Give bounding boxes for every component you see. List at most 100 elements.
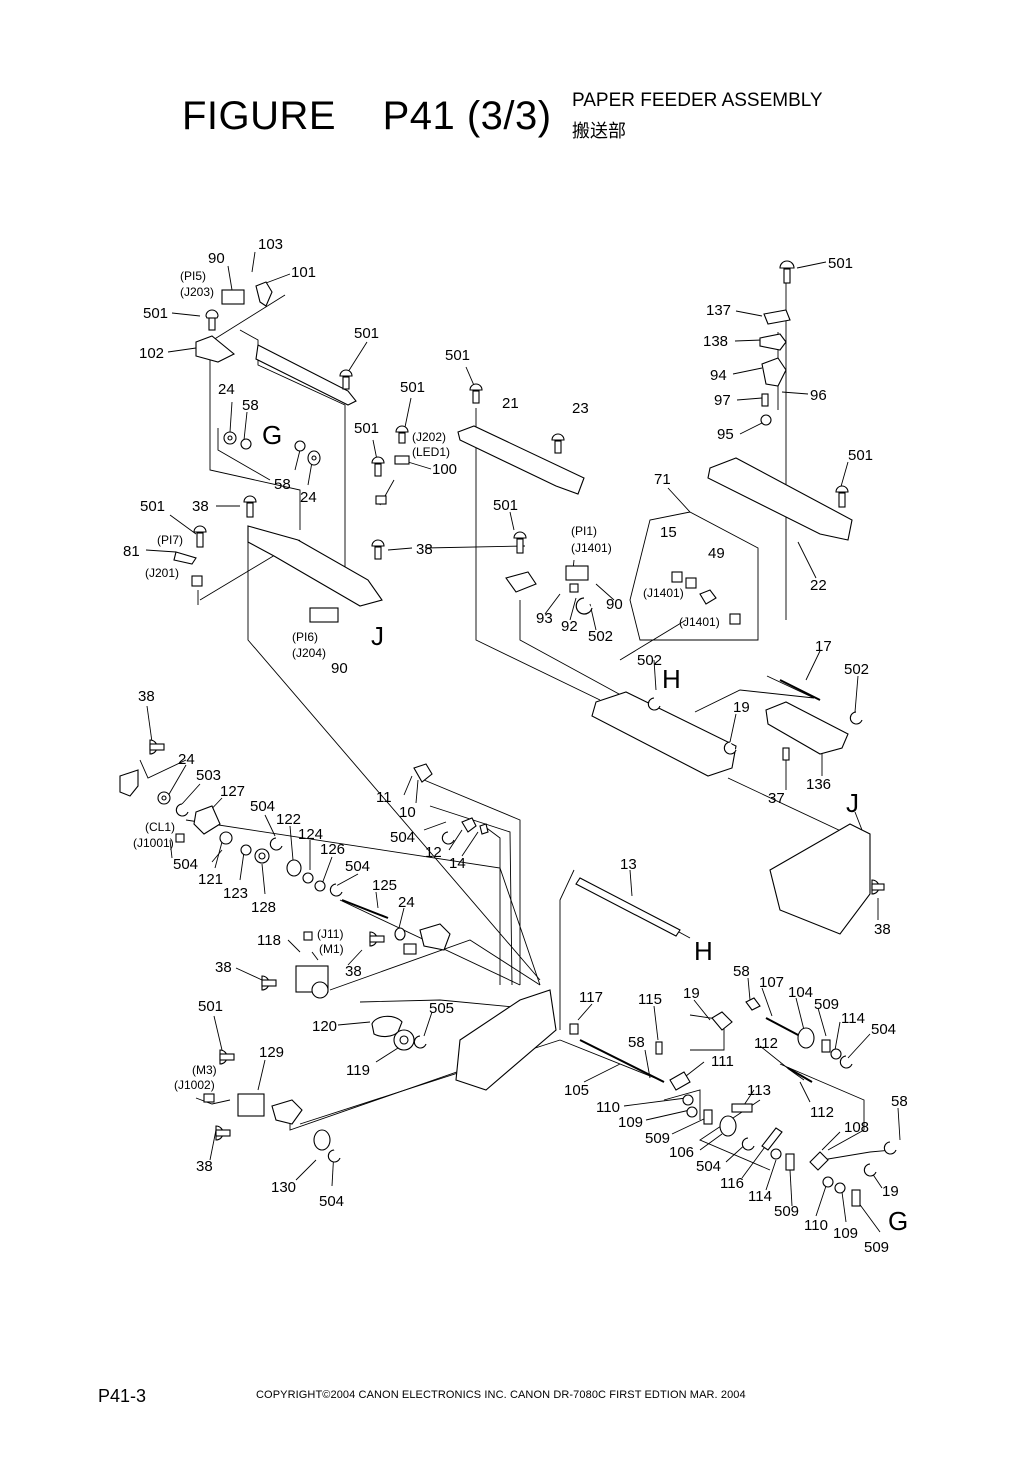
gear-11 <box>413 763 433 783</box>
callout-504: 504 <box>345 858 370 875</box>
part-138 <box>759 333 787 351</box>
callout-509: 509 <box>814 996 839 1013</box>
callout-labels: 103 90 101 501 102 501 501 501 21 23 24 … <box>123 236 908 1256</box>
callout-95: 95 <box>717 426 734 443</box>
callout-122: 122 <box>276 811 301 828</box>
reference-letter-j: J <box>371 621 384 651</box>
callout-19: 19 <box>683 985 700 1002</box>
callout-114: 114 <box>841 1010 865 1027</box>
connector-label: (PI1) <box>571 524 597 538</box>
paper-guide-21 <box>457 425 585 495</box>
callout-509: 509 <box>774 1203 799 1220</box>
callout-102: 102 <box>139 345 164 362</box>
feeder-frame-left <box>247 525 383 607</box>
spring-12 <box>461 817 477 833</box>
callout-58: 58 <box>274 476 291 493</box>
callout-90: 90 <box>606 596 623 613</box>
callout-112: 112 <box>810 1104 834 1121</box>
drive-frame <box>455 989 557 1091</box>
callout-94: 94 <box>710 367 727 384</box>
callout-58: 58 <box>733 963 750 980</box>
callout-113: 113 <box>747 1082 771 1099</box>
connector-label: (LED1) <box>412 445 450 459</box>
reference-letter-h: H <box>694 936 713 966</box>
screw-501-a <box>205 309 219 319</box>
callout-100: 100 <box>432 461 457 478</box>
callout-504: 504 <box>250 798 275 815</box>
bracket-102 <box>195 335 236 363</box>
callout-109: 109 <box>618 1114 643 1131</box>
callout-114: 114 <box>748 1188 772 1205</box>
callout-38: 38 <box>196 1158 213 1175</box>
callout-13: 13 <box>620 856 637 873</box>
callout-115: 115 <box>638 991 662 1008</box>
callout-58: 58 <box>242 397 259 414</box>
connector-label: (J1401) <box>571 541 612 555</box>
callout-103: 103 <box>258 236 283 253</box>
connector-label: (J1401) <box>679 615 720 629</box>
callout-501: 501 <box>354 420 379 437</box>
callout-23: 23 <box>572 400 589 417</box>
reference-letters: G J H J H G <box>262 420 908 1236</box>
callout-509: 509 <box>864 1239 889 1256</box>
callout-15: 15 <box>660 524 677 541</box>
callout-37: 37 <box>768 790 785 807</box>
callout-137: 137 <box>706 302 731 319</box>
sensor-49 <box>699 589 717 605</box>
roller-106 <box>719 1115 737 1137</box>
callout-101: 101 <box>291 264 316 281</box>
callout-24: 24 <box>300 489 317 506</box>
callout-505: 505 <box>429 1000 454 1017</box>
callout-38: 38 <box>416 541 433 558</box>
feeder-frame-center <box>591 691 737 777</box>
callout-19: 19 <box>733 699 750 716</box>
callout-504: 504 <box>173 856 198 873</box>
connector-label: (J1401) <box>643 586 684 600</box>
callout-17: 17 <box>815 638 832 655</box>
connector-label: (J11) <box>317 927 343 941</box>
connector-label: (CL1) <box>145 820 175 834</box>
callout-38: 38 <box>215 959 232 976</box>
callout-105: 105 <box>564 1082 589 1099</box>
callout-504: 504 <box>390 829 415 846</box>
callout-501: 501 <box>493 497 518 514</box>
connector-label: (M3) <box>192 1063 217 1077</box>
reference-letter-h: H <box>662 664 681 694</box>
callout-118: 118 <box>257 932 281 949</box>
figure-title: FIGURE P41 (3/3) <box>182 94 552 138</box>
callout-111: 111 <box>711 1053 734 1070</box>
bracket-left <box>119 769 139 797</box>
callout-128: 128 <box>251 899 276 916</box>
callout-502: 502 <box>844 661 869 678</box>
connector-label: (M1) <box>319 942 344 956</box>
callout-129: 129 <box>259 1044 284 1061</box>
sensor-pi5 <box>221 289 245 305</box>
callout-501: 501 <box>445 347 470 364</box>
connector-label: (PI5) <box>180 269 206 283</box>
callout-106: 106 <box>669 1144 694 1161</box>
callout-10: 10 <box>399 804 416 821</box>
callout-501: 501 <box>354 325 379 342</box>
shaft-13 <box>575 877 681 937</box>
sensor-pi1 <box>565 565 589 581</box>
callout-504: 504 <box>696 1158 721 1175</box>
callout-501: 501 <box>198 998 223 1015</box>
callout-501: 501 <box>140 498 165 515</box>
callout-108: 108 <box>844 1119 869 1136</box>
callout-504: 504 <box>319 1193 344 1210</box>
reference-letter-g: G <box>262 420 282 450</box>
part-137 <box>763 309 791 325</box>
part-94 <box>761 357 787 387</box>
connector-labels: (PI5) (J203) (J202) (LED1) (PI7) (J201) … <box>133 269 720 1092</box>
callout-38: 38 <box>138 688 155 705</box>
page-number: P41-3 <box>98 1386 147 1406</box>
roller-104 <box>797 1027 815 1049</box>
callout-112: 112 <box>754 1035 778 1052</box>
callout-123: 123 <box>223 885 248 902</box>
connector-label: (J203) <box>180 285 214 299</box>
callout-501: 501 <box>848 447 873 464</box>
callout-130: 130 <box>271 1179 296 1196</box>
callout-90: 90 <box>331 660 348 677</box>
callout-121: 121 <box>198 871 223 888</box>
